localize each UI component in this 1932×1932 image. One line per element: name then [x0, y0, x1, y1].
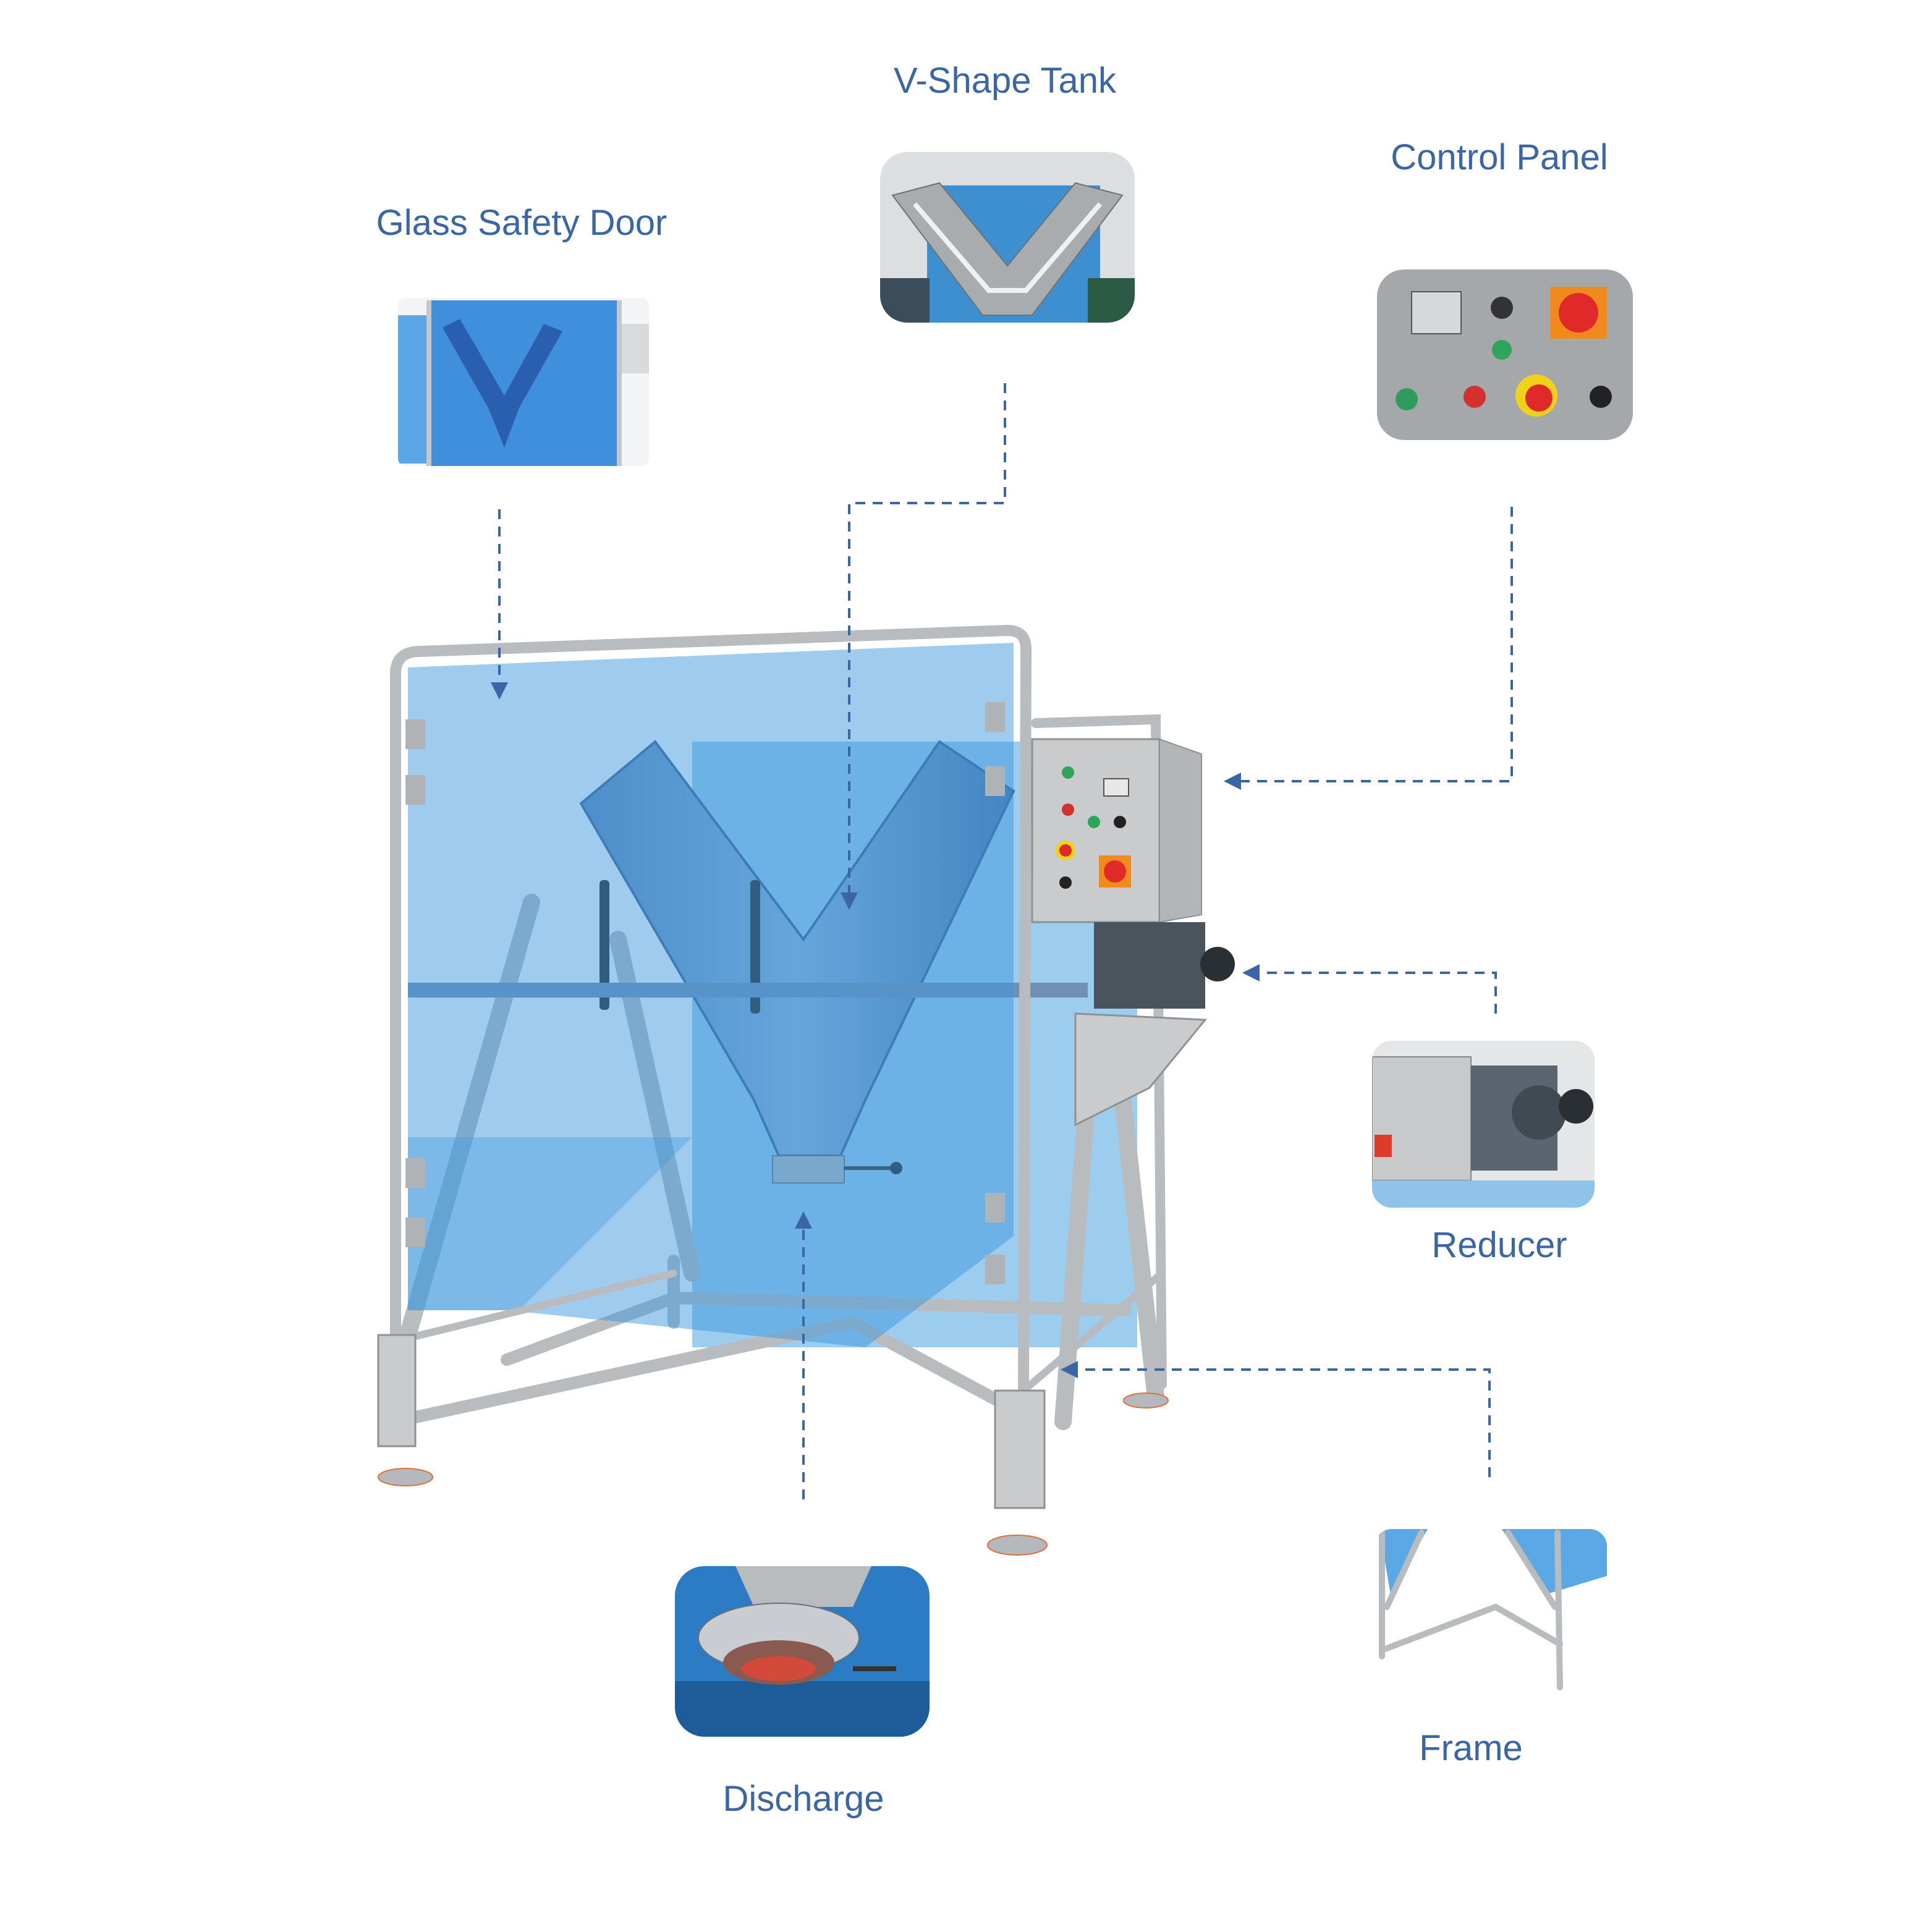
leader-reducer: [1242, 964, 1497, 1014]
reducer-motor: [1094, 922, 1205, 1009]
v-blender-machine: [377, 624, 1235, 1556]
label-frame: Frame: [1419, 1728, 1523, 1768]
label-discharge: Discharge: [722, 1779, 884, 1819]
thumbnail-frame: [1375, 1529, 1607, 1700]
label-reducer: Reducer: [1431, 1225, 1567, 1265]
leader-control-panel: [1224, 507, 1513, 790]
label-v-shape-tank: V-Shape Tank: [894, 61, 1117, 101]
thumbnail-v-shape-tank: [880, 152, 1135, 323]
thumbnail-discharge: [675, 1566, 930, 1737]
glass-safety-door: [408, 643, 1014, 1347]
leader-v-shape-tank: [841, 383, 1006, 910]
leader-frame: [1061, 1361, 1491, 1477]
control-box: [1031, 738, 1202, 923]
label-glass-safety-door: Glass Safety Door: [376, 203, 667, 243]
label-control-panel: Control Panel: [1391, 137, 1608, 177]
thumbnail-reducer: [1372, 1041, 1595, 1208]
leader-discharge: [795, 1211, 812, 1499]
thumbnail-glass-safety-door: [398, 298, 649, 466]
thumbnail-control-panel: [1377, 269, 1633, 440]
leader-glass-safety-door: [491, 509, 508, 700]
